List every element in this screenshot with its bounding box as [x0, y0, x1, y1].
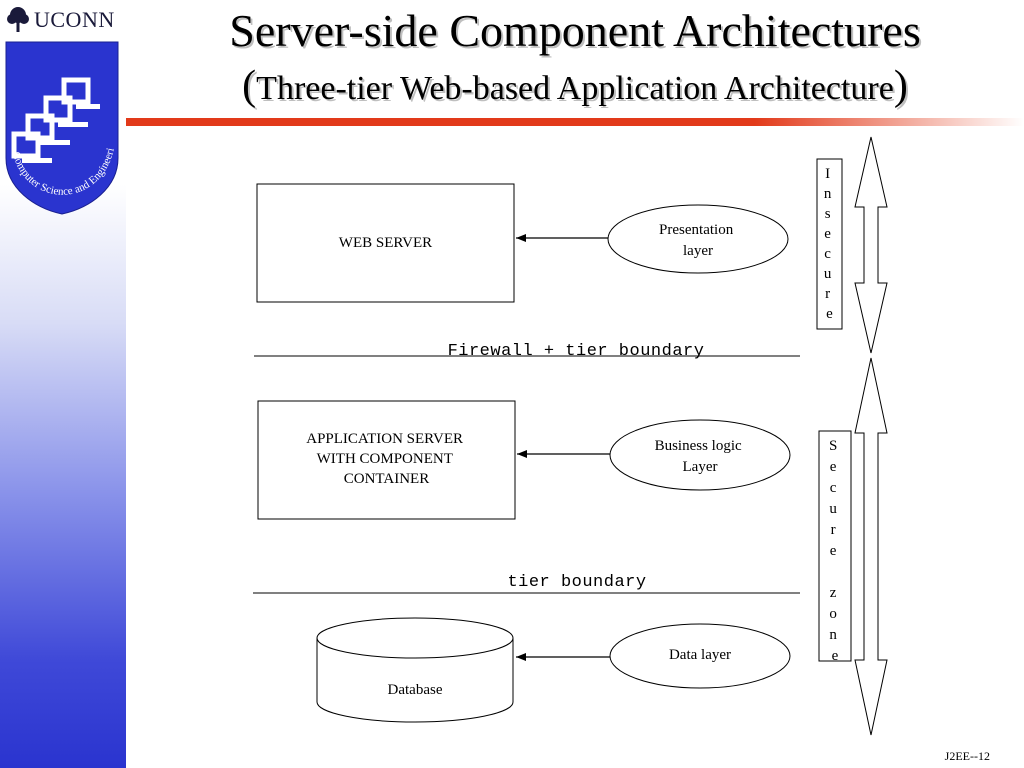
app-server-line: APPLICATION SERVER — [306, 431, 463, 447]
business-layer-ellipse — [609, 419, 791, 491]
insecure-letter: c — [824, 246, 831, 262]
insecure-zone-double-arrow — [854, 136, 888, 354]
secure-letter: e — [832, 648, 839, 664]
subtitle-close-paren: ) — [893, 63, 908, 109]
slide-number: J2EE--12 — [944, 749, 990, 763]
database-label: Database — [388, 682, 443, 698]
secure-letter: n — [829, 627, 837, 643]
secure-letter: c — [830, 480, 837, 496]
title-underline — [126, 118, 1024, 126]
web-server-box — [256, 183, 515, 303]
presentation-layer-label: Presentation layer — [659, 222, 737, 259]
insecure-letter: e — [824, 226, 831, 242]
data-layer-label: Data layer — [669, 647, 731, 663]
insecure-letter: e — [826, 306, 833, 322]
secure-letter: S — [829, 438, 837, 454]
slide-title: Server-side Component Architectures — [229, 5, 921, 56]
business-layer-line: Layer — [683, 459, 718, 475]
brand-name: UCONN — [34, 7, 115, 32]
app-server-line: CONTAINER — [344, 471, 429, 487]
secure-letter: z — [830, 585, 837, 601]
secure-letter: e — [830, 543, 837, 559]
cse-logo: Computer Science and Engineering — [0, 38, 119, 215]
business-layer-label: Business logic Layer — [655, 438, 746, 475]
insecure-zone-label: I n s e c u r e — [824, 166, 835, 322]
secure-zone-label: S e c u r e z o n e — [829, 438, 841, 664]
secure-letter: r — [831, 522, 836, 538]
insecure-letter: n — [824, 186, 832, 202]
app-server-label: APPLICATION SERVER WITH COMPONENT CONTAI… — [306, 431, 466, 487]
subtitle-text: Three-tier Web-based Application Archite… — [256, 70, 894, 107]
slide-subtitle: (Three-tier Web-based Application Archit… — [130, 64, 1020, 111]
tier-boundary-label: tier boundary — [507, 573, 646, 592]
business-layer-line: Business logic — [655, 438, 742, 454]
presentation-layer-line: Presentation — [659, 222, 734, 238]
secure-letter: e — [830, 459, 837, 475]
web-server-label: WEB SERVER — [339, 235, 432, 251]
secure-letter: u — [829, 501, 837, 517]
data-layer-ellipse — [609, 623, 791, 689]
database-cylinder — [316, 617, 514, 723]
insecure-letter: I — [825, 166, 830, 182]
app-server-line: WITH COMPONENT — [317, 451, 453, 467]
app-server-box — [257, 400, 516, 520]
presentation-layer-line: layer — [683, 243, 713, 259]
insecure-letter: r — [825, 286, 830, 302]
secure-zone-box — [818, 430, 852, 662]
presentation-layer-ellipse — [607, 204, 789, 274]
subtitle-open-paren: ( — [242, 63, 257, 109]
secure-zone-double-arrow — [854, 357, 888, 736]
tree-icon — [7, 7, 29, 32]
insecure-zone-box — [816, 158, 843, 330]
firewall-boundary-label: Firewall + tier boundary — [448, 342, 705, 361]
secure-letter: o — [829, 606, 837, 622]
brand-header: UCONN — [6, 6, 115, 34]
insecure-letter: u — [824, 266, 832, 282]
insecure-letter: s — [825, 206, 831, 222]
